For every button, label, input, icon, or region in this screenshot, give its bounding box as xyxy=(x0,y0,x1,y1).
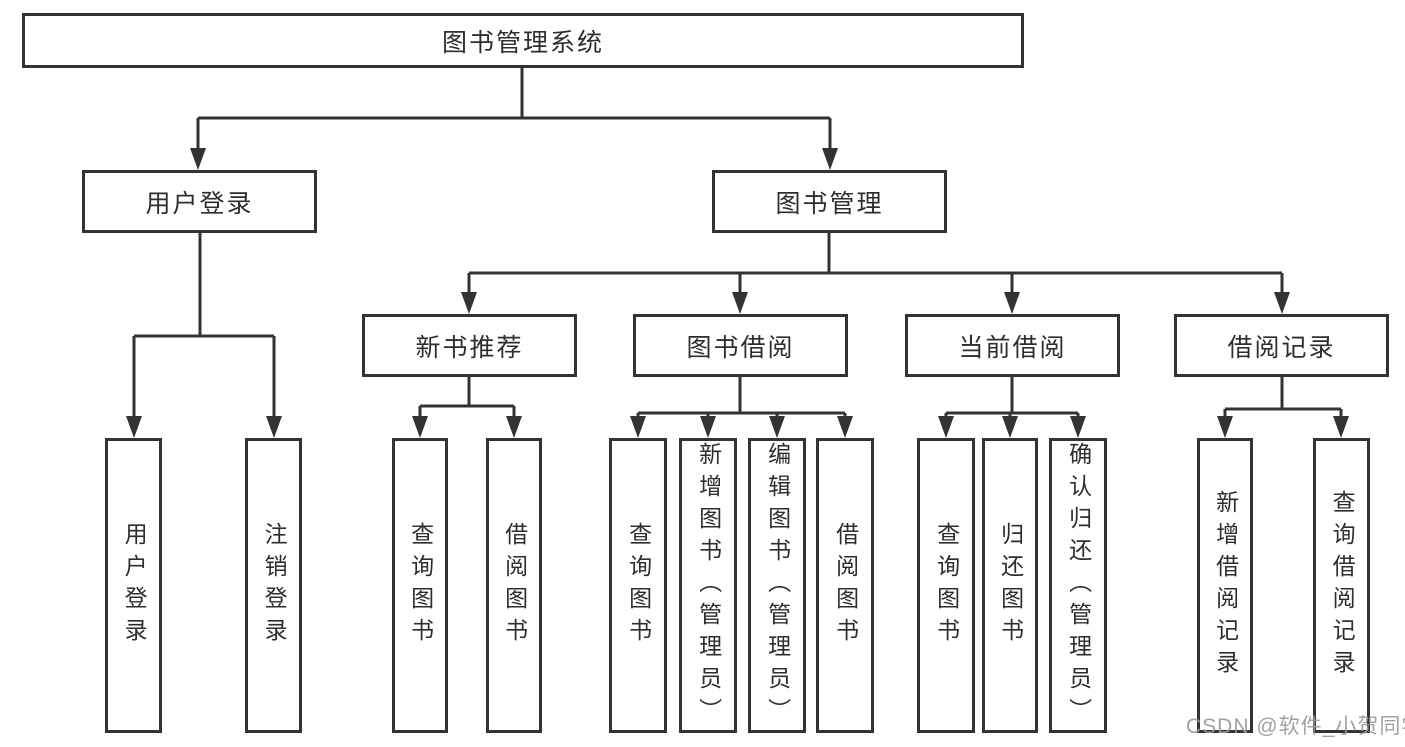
node-label: 图书管理系统 xyxy=(441,28,604,57)
arrowhead xyxy=(769,416,785,438)
connector-paths xyxy=(132,68,1343,420)
node-label: 查询图书 xyxy=(933,521,960,650)
node-user-login: 用户登录 xyxy=(82,170,317,233)
arrowhead xyxy=(190,148,206,170)
node-new-book-recommend: 新书推荐 xyxy=(362,314,577,377)
leaf-borrow-books-borrow: 借阅图书 xyxy=(816,438,874,733)
node-label: 确认归还（管理员） xyxy=(1065,441,1092,730)
arrowhead xyxy=(461,292,477,314)
node-label: 查询借阅记录 xyxy=(1329,489,1356,682)
arrowhead xyxy=(822,148,838,170)
leaf-query-books-recommend: 查询图书 xyxy=(392,438,448,733)
arrowhead xyxy=(837,416,853,438)
node-current-borrow: 当前借阅 xyxy=(905,314,1120,377)
node-library-system: 图书管理系统 xyxy=(22,13,1024,68)
edge-current-borrow-children xyxy=(944,377,1080,420)
node-label: 借阅图书 xyxy=(832,521,859,650)
node-label: 新增图书（管理员） xyxy=(695,441,722,730)
node-label: 用户登录 xyxy=(145,189,254,218)
edge-borrow-record-children xyxy=(1223,377,1343,420)
node-book-borrow: 图书借阅 xyxy=(633,314,848,377)
node-label: 查询图书 xyxy=(407,521,434,650)
arrowhead xyxy=(1274,292,1290,314)
leaf-borrow-books-recommend: 借阅图书 xyxy=(486,438,542,733)
node-label: 编辑图书（管理员） xyxy=(764,441,791,730)
arrowhead xyxy=(1004,292,1020,314)
leaf-user-login: 用户登录 xyxy=(105,438,162,733)
csdn-watermark: CSDN @软件_小贺同学 xyxy=(1186,715,1405,738)
node-label: 新增借阅记录 xyxy=(1212,489,1239,682)
arrowhead xyxy=(1333,416,1349,438)
node-book-management: 图书管理 xyxy=(712,170,947,233)
node-label: 图书管理 xyxy=(775,189,884,218)
arrowhead xyxy=(126,416,142,438)
leaf-return-books: 归还图书 xyxy=(982,438,1038,733)
edge-new-book-children xyxy=(418,377,516,418)
arrowhead xyxy=(266,416,282,438)
arrowhead xyxy=(732,292,748,314)
leaf-query-borrow-record: 查询借阅记录 xyxy=(1313,438,1370,733)
node-label: 查询图书 xyxy=(625,521,652,650)
leaf-add-borrow-record: 新增借阅记录 xyxy=(1197,438,1253,733)
leaf-edit-book-admin: 编辑图书（管理员） xyxy=(748,438,806,733)
arrowheads xyxy=(126,148,1349,438)
leaf-logout: 注销登录 xyxy=(245,438,302,733)
edge-book-mgmt-children xyxy=(467,233,1284,294)
arrowhead xyxy=(938,416,954,438)
node-label: 注销登录 xyxy=(261,521,288,650)
node-label: 用户登录 xyxy=(121,521,148,650)
edge-root-to-level2 xyxy=(196,68,832,150)
leaf-add-book-admin: 新增图书（管理员） xyxy=(679,438,737,733)
edge-user-login-children xyxy=(132,233,276,418)
leaf-query-books-current: 查询图书 xyxy=(917,438,975,733)
leaf-query-books-borrow: 查询图书 xyxy=(609,438,667,733)
node-borrow-records: 借阅记录 xyxy=(1174,314,1389,377)
node-label: 归还图书 xyxy=(997,521,1024,650)
arrowhead xyxy=(1217,416,1233,438)
node-label: 借阅记录 xyxy=(1227,333,1336,362)
leaf-confirm-return-admin: 确认归还（管理员） xyxy=(1049,438,1107,733)
node-label: 借阅图书 xyxy=(501,521,528,650)
arrowhead xyxy=(700,416,716,438)
arrowhead xyxy=(412,416,428,438)
arrowhead xyxy=(1002,416,1018,438)
edge-book-borrow-children xyxy=(636,377,847,420)
arrowhead xyxy=(630,416,646,438)
arrowhead xyxy=(1070,416,1086,438)
arrowhead xyxy=(506,416,522,438)
node-label: 当前借阅 xyxy=(958,333,1067,362)
node-label: 新书推荐 xyxy=(415,333,524,362)
node-label: 图书借阅 xyxy=(686,333,795,362)
